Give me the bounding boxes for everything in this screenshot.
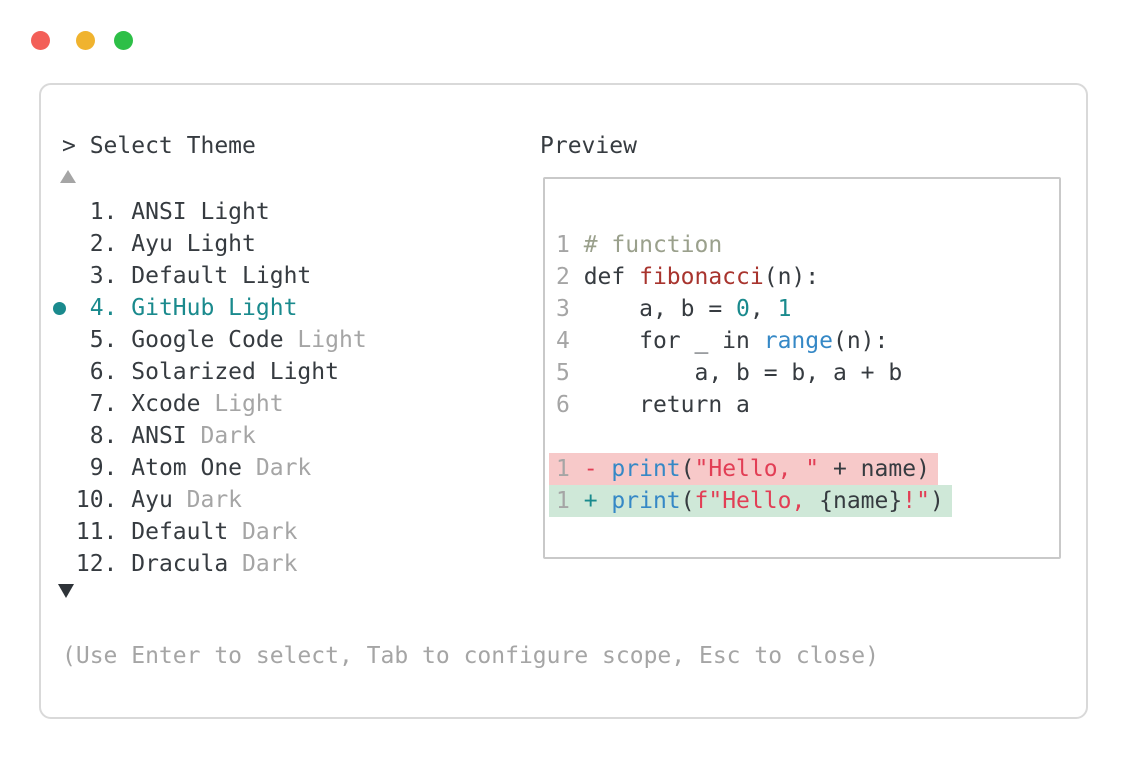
theme-item-ansi-light[interactable]: 1. ANSI Light	[62, 199, 270, 225]
code-preview: 1 # function 2 def fibonacci(n): 3 a, b = …	[549, 229, 952, 517]
scroll-down-icon[interactable]	[58, 584, 74, 598]
theme-item-xcode-light[interactable]: 7. Xcode Light	[62, 391, 284, 417]
selected-bullet-icon	[53, 302, 66, 315]
theme-picker-dialog: > Select Theme Preview 1. ANSI Light 2. …	[39, 83, 1088, 719]
close-button[interactable]	[31, 31, 50, 50]
hint-text: (Use Enter to select, Tab to configure s…	[62, 643, 879, 669]
theme-item-dracula-dark[interactable]: 12. Dracula Dark	[62, 551, 298, 577]
theme-item-ayu-light[interactable]: 2. Ayu Light	[62, 231, 256, 257]
theme-item-solarized-light[interactable]: 6. Solarized Light	[62, 359, 339, 385]
theme-item-github-light[interactable]: 4. GitHub Light	[53, 292, 297, 324]
diff-line-removed: 1 - print("Hello, " + name)	[549, 453, 938, 485]
code-line: 2 def fibonacci(n):	[556, 264, 820, 290]
scroll-up-icon[interactable]	[60, 170, 76, 183]
select-theme-prompt: > Select Theme	[62, 133, 256, 159]
theme-list: 1. ANSI Light 2. Ayu Light 3. Default Li…	[53, 196, 367, 580]
diff-line-added: 1 + print(f"Hello, {name}!")	[549, 485, 952, 517]
code-line: 5 a, b = b, a + b	[556, 360, 903, 386]
theme-item-default-dark[interactable]: 11. Default Dark	[62, 519, 298, 545]
code-line: 6 return a	[556, 392, 750, 418]
code-line: 4 for _ in range(n):	[556, 328, 889, 354]
preview-title: Preview	[540, 133, 637, 159]
code-line: 3 a, b = 0, 1	[556, 296, 792, 322]
theme-item-ayu-dark[interactable]: 10. Ayu Dark	[62, 487, 243, 513]
theme-item-google-code-light[interactable]: 5. Google Code Light	[62, 327, 367, 353]
theme-item-atom-one-dark[interactable]: 9. Atom One Dark	[62, 455, 312, 481]
code-line: 1 # function	[556, 232, 723, 258]
window-controls	[31, 31, 133, 50]
theme-item-ansi-dark[interactable]: 8. ANSI Dark	[62, 423, 256, 449]
minimize-button[interactable]	[76, 31, 95, 50]
theme-item-default-light[interactable]: 3. Default Light	[62, 263, 312, 289]
maximize-button[interactable]	[114, 31, 133, 50]
preview-pane: 1 # function 2 def fibonacci(n): 3 a, b = …	[543, 177, 1061, 559]
